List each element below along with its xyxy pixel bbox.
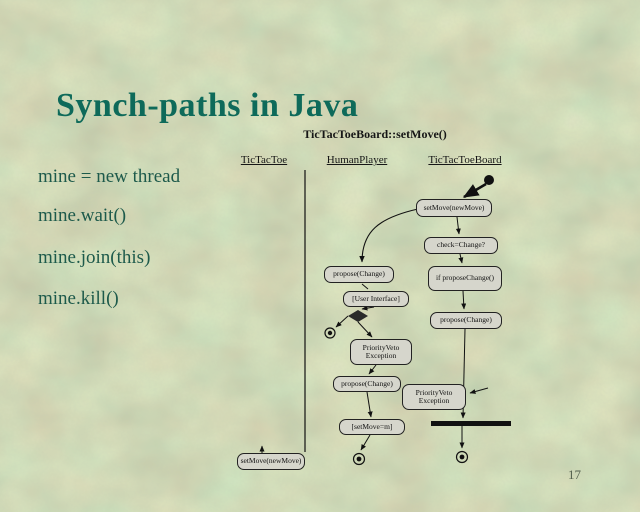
diagram-title: TicTacToeBoard::setMove() bbox=[303, 127, 447, 141]
activity-box-setmove-return: setMove(newMove) bbox=[237, 453, 305, 470]
slide-title: Synch-paths in Java bbox=[56, 86, 359, 124]
page-number: 17 bbox=[568, 467, 581, 482]
lane-header-tictactoeboard: TicTacToeBoard bbox=[428, 154, 502, 166]
bullet-line-4: mine.kill() bbox=[38, 288, 119, 309]
activity-box-propose-change-mid2: propose(Change) bbox=[333, 376, 401, 392]
activity-box-priority-veto-right: PriorityVeto Exception bbox=[402, 384, 466, 410]
activity-box-propose-change-right: propose(Change) bbox=[430, 312, 502, 329]
activity-box-check-change: check=Change? bbox=[424, 237, 498, 254]
activity-box-setmove-call: setMove(newMove) bbox=[416, 199, 492, 217]
lane-header-humanplayer: HumanPlayer bbox=[326, 154, 388, 166]
activity-box-user-interface: [User Interface] bbox=[343, 291, 409, 307]
bullet-line-1: mine = new thread bbox=[38, 166, 181, 187]
lane-header-tictactoe: TicTacToe bbox=[240, 154, 288, 166]
bullet-line-2: mine.wait() bbox=[38, 205, 127, 226]
activity-box-propose-change-mid: propose(Change) bbox=[324, 266, 394, 283]
activity-box-setmove-assign: [setMove=m] bbox=[339, 419, 405, 435]
activity-box-propose-change-cond: if proposeChange() bbox=[428, 266, 502, 291]
bullet-line-3: mine.join(this) bbox=[38, 247, 151, 268]
activity-box-priority-veto-mid: PriorityVeto Exception bbox=[350, 339, 412, 365]
